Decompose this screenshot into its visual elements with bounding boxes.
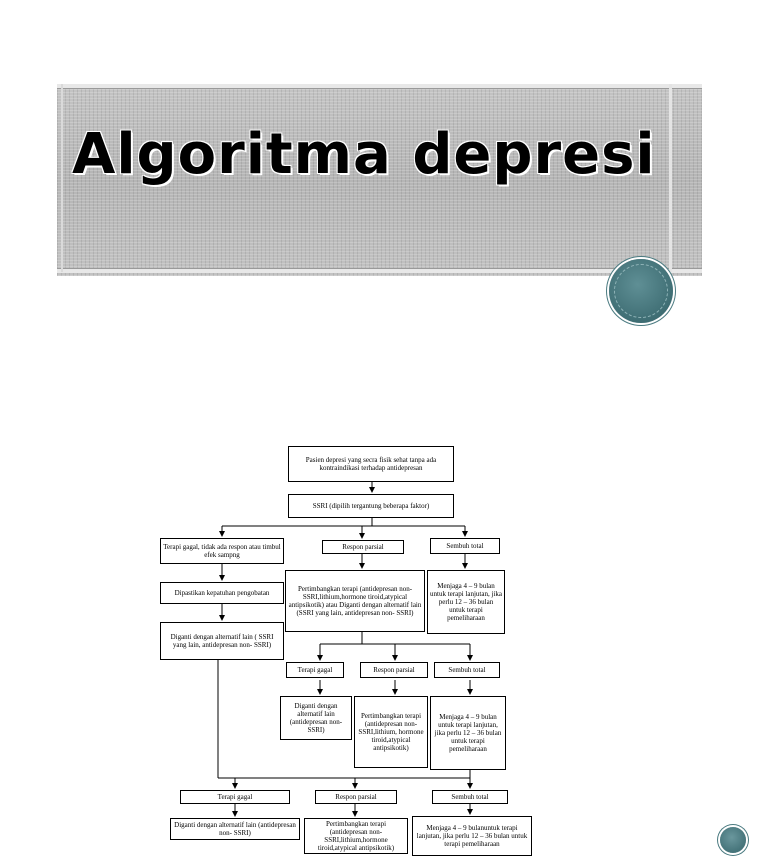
pertimbangkan3-box: Pertimbangkan terapi (antidepresan non-S… bbox=[304, 818, 408, 854]
level1-total-box: Sembuh total bbox=[430, 538, 500, 554]
start-box: Pasien depresi yang secra fisik sehat ta… bbox=[288, 446, 454, 482]
level1-parsial-box: Respon parsial bbox=[322, 540, 404, 554]
flowchart-connectors bbox=[217, 482, 473, 817]
title-band bbox=[57, 84, 702, 276]
title-band-divider bbox=[669, 84, 672, 272]
kepatuhan-box: Dipastikan kepatuhan pengobatan bbox=[160, 582, 284, 604]
diganti1-box: Diganti dengan alternatif lain ( SSRI ya… bbox=[160, 622, 284, 660]
level3-parsial-box: Respon parsial bbox=[315, 790, 397, 804]
level2-total-box: Sembuh total bbox=[434, 662, 500, 678]
title-band-top-border bbox=[57, 84, 702, 89]
diganti3-box: Diganti dengan alternatif lain (antidepr… bbox=[170, 818, 300, 840]
depression-algorithm-flowchart: Pasien depresi yang secra fisik sehat ta… bbox=[140, 432, 550, 862]
level3-total-box: Sembuh total bbox=[432, 790, 508, 804]
menjaga3-box: Menjaga 4 – 9 bulanuntuk terapi lanjutan… bbox=[412, 816, 532, 856]
slide-number-circle-icon bbox=[720, 827, 746, 853]
level2-gagal-box: Terapi gagal bbox=[286, 662, 344, 678]
level3-gagal-box: Terapi gagal bbox=[180, 790, 290, 804]
ssri-box: SSRI (dipilih tergantung beberapa faktor… bbox=[288, 494, 454, 518]
slide-title: Algoritma depresi bbox=[72, 122, 656, 187]
level1-gagal-box: Terapi gagal, tidak ada respon atau timb… bbox=[160, 538, 284, 564]
decorative-circle-icon bbox=[609, 259, 673, 323]
title-band-bottom-border bbox=[57, 268, 702, 273]
menjaga2-box: Menjaga 4 – 9 bulan untuk terapi lanjuta… bbox=[430, 696, 506, 770]
menjaga1-box: Menjaga 4 – 9 bulan untuk terapi lanjuta… bbox=[427, 570, 505, 634]
level2-parsial-box: Respon parsial bbox=[360, 662, 428, 678]
pertimbangkan1-box: Pertimbangkan terapi (antidepresan non-S… bbox=[285, 570, 425, 632]
diganti2-box: Diganti dengan alternatif lain (antidepr… bbox=[280, 696, 352, 740]
title-band-left-border bbox=[61, 84, 63, 272]
pertimbangkan2-box: Pertimbangkan terapi (antidepresan non-S… bbox=[354, 696, 428, 768]
